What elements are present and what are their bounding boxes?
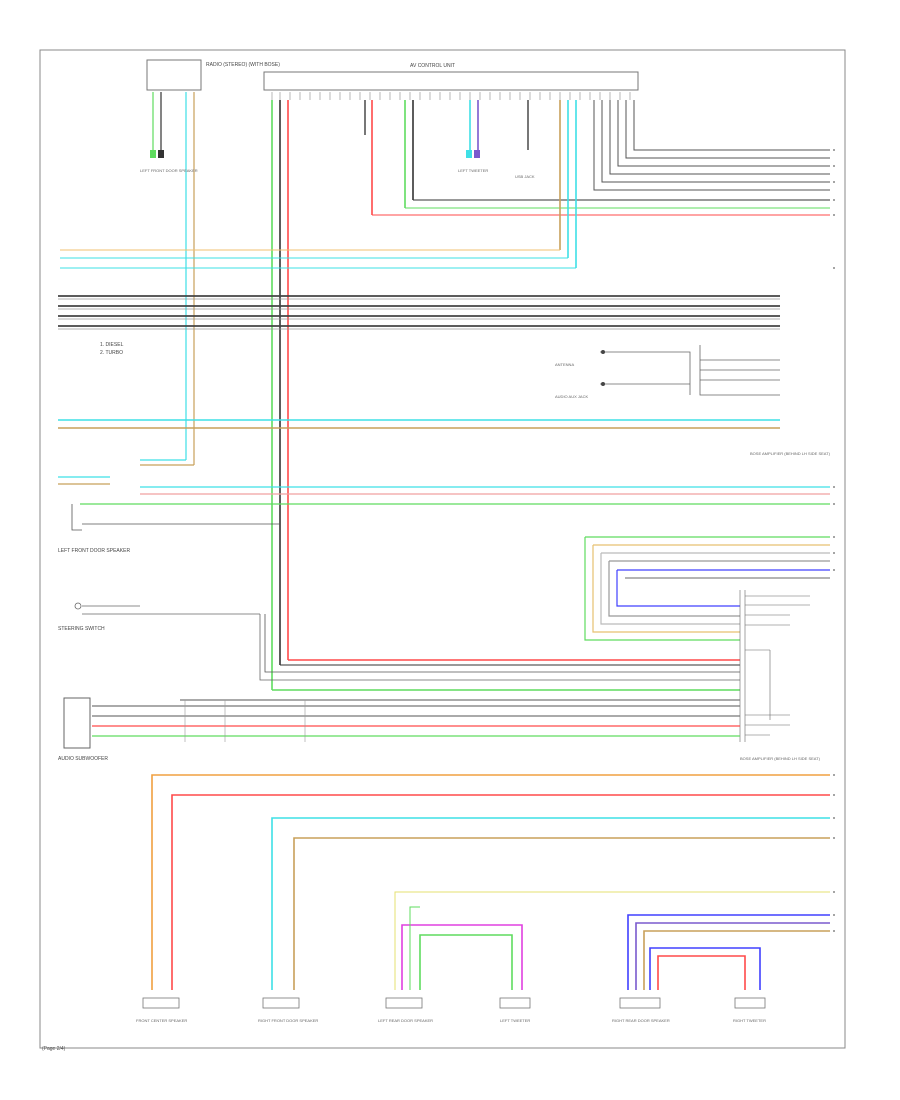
right-rear-door-speaker-label: RIGHT REAR DOOR SPEAKER [612,1018,670,1023]
left-input-wires [58,459,830,505]
dark-bus [58,295,780,327]
note-1: 1. DIESEL [100,342,124,348]
radio-unit-label: RADIO (STEREO) (WITH BOSE) [206,62,280,68]
av-vertical-wires [60,100,830,691]
right-front-door-speaker-label: RIGHT FRONT DOOR SPEAKER [258,1018,318,1023]
bose-amp-connector-label: BOSE AMPLIFIER (BEHIND LH SIDE SEAT) [740,756,821,761]
front-center-speaker-label: FRONT CENTER SPEAKER [136,1018,187,1023]
right-tweeter-label: RIGHT TWEETER [733,1018,766,1023]
left-tweeter-label: LEFT TWEETER [458,168,488,173]
left-tweeter-bottom-label: LEFT TWEETER [500,1018,530,1023]
aux-jack-label: AUDIO AUX JACK [555,394,588,399]
cyan-tan-pair [58,419,780,429]
ground-point-1 [601,350,605,354]
left-door-speaker-symbol [71,504,280,531]
subwoofer-splices [184,700,306,742]
bottom-speakers [142,997,766,1009]
left-door-speaker-label: LEFT FRONT DOOR SPEAKER [58,548,130,554]
bose-amp-label: BOSE AMPLIFIER (BEHIND LH SIDE SEAT) [750,451,831,456]
antenna-label: ANTENNA [555,362,574,367]
right-edge-terminals [833,149,835,932]
steering-switch-label: STEERING SWITCH [58,626,105,632]
bottom-speaker-wires [151,774,830,990]
av-control-unit-box [263,71,639,91]
speaker-label-left-top: LEFT FRONT DOOR SPEAKER [140,168,198,173]
ground-point-2 [601,382,605,386]
radio-unit-wires [152,92,195,465]
dark-bus-thin [58,298,780,330]
right-cluster-wires [600,345,780,396]
radio-unit-box [146,59,202,91]
subwoofer-wires [92,699,740,737]
bose-amp-pins [739,590,810,742]
top-right-dark-wires [593,100,830,191]
connector-stubs [150,150,480,158]
subwoofer-label: AUDIO SUBWOOFER [58,756,108,762]
page-footer: (Page 2/4) [42,1046,66,1052]
bose-amp-wires [584,536,830,641]
av-control-unit-label: AV CONTROL UNIT [410,63,455,69]
diagram-frame [39,49,846,1049]
left-rear-door-speaker-label: LEFT REAR DOOR SPEAKER [378,1018,433,1023]
subwoofer-box [63,697,91,749]
av-control-pins [271,92,631,100]
steering-switch-wires [74,602,740,681]
usb-jack-label: USB JACK [515,174,535,179]
note-2: 2. TURBO [100,350,123,356]
